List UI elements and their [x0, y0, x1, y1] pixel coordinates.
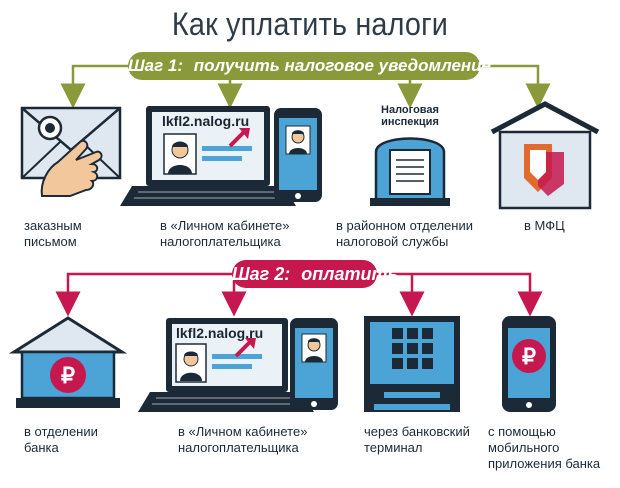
site-url: lkfl2.nalog.ru: [162, 113, 250, 129]
step1-text: получить налоговое уведомление: [193, 56, 492, 75]
step2-pill: Шаг 2: оплатить: [232, 260, 398, 288]
step1-pill: Шаг 1: получить налоговое уведомление: [128, 52, 491, 80]
step1-label: Шаг 1:: [128, 56, 184, 75]
envelope-icon: [20, 106, 122, 197]
phone-icon: [274, 108, 322, 202]
caption-mobile-app: с помощью мобильного приложения банка: [488, 424, 601, 471]
mobile-bank-icon: ₽: [502, 316, 556, 412]
caption-mfc: в МФЦ: [524, 218, 565, 233]
tax-office-icon: [370, 137, 450, 206]
mfc-icon: [490, 101, 600, 210]
bank-icon: ₽: [8, 316, 128, 408]
laptop-icon-2: [138, 318, 314, 412]
step2-label: Шаг 2:: [232, 264, 291, 284]
page-title: Как уплатить налоги: [171, 6, 449, 42]
tax-office-label: Налоговая инспекция: [381, 104, 439, 128]
phone-icon-2: [290, 318, 338, 410]
step2-text: оплатить: [301, 264, 399, 284]
caption-bank-terminal: через банковский терминал: [364, 424, 470, 455]
site-url-2: lkfl2.nalog.ru: [176, 325, 264, 341]
caption-bank-branch: в отделении банка: [24, 424, 98, 455]
laptop-icon: [120, 106, 296, 206]
step2-connectors: [55, 272, 543, 317]
caption-registered-mail: заказным письмом: [24, 218, 82, 249]
caption-personal-account: в «Личном кабинете» налогоплательщика: [160, 218, 290, 249]
caption-tax-office: в районном отделении налоговой службы: [336, 218, 473, 249]
terminal-icon: [364, 316, 460, 412]
step1-connectors: [60, 64, 551, 109]
svg-text:₽: ₽: [61, 363, 75, 388]
svg-text:₽: ₽: [522, 344, 536, 369]
caption-personal-account-2: в «Личном кабинете» налогоплательщика: [178, 424, 308, 455]
